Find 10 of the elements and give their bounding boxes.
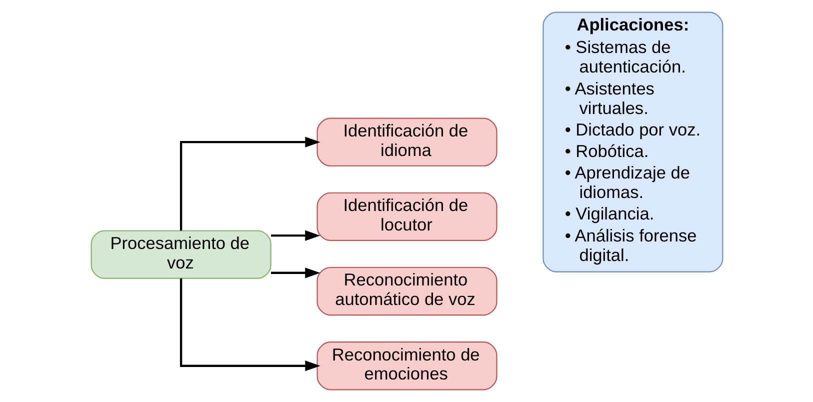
arrow xyxy=(179,278,320,372)
node-box: Aplicaciones: • Sistemas de autenticación. • Asistentes virtuales. • Dictado por voz. • Robótica. • Aprendizaje de idiomas. • Vigilancia. • Análisis forense digital. xyxy=(542,12,723,272)
node-box: Reconocimiento automático de voz xyxy=(316,266,497,316)
arrow xyxy=(270,230,320,241)
node-box: Procesamiento de voz xyxy=(90,230,271,279)
arrow xyxy=(179,136,320,231)
node-box: Identificación de idioma xyxy=(316,118,497,166)
node-box: Identificación de locutor xyxy=(316,192,497,241)
node-box: Reconocimiento de emociones xyxy=(316,342,497,390)
arrow xyxy=(270,268,320,278)
